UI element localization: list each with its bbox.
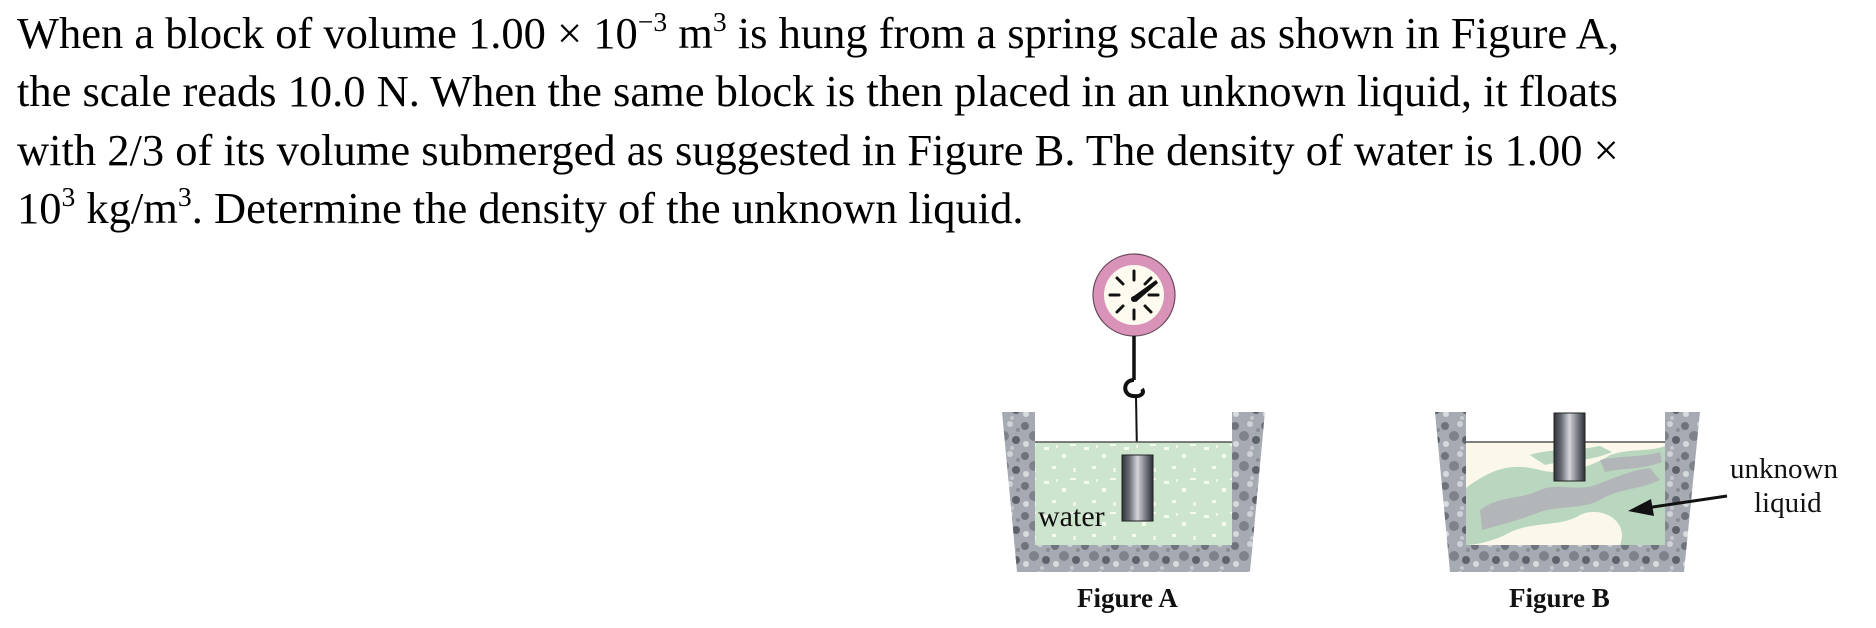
- problem-line-1: When a block of volume 1.00 × 10−3 m3 is…: [17, 4, 1847, 62]
- text-run: When a block of volume 1.00 × 10: [17, 8, 638, 58]
- text-run: is hung from a spring scale as shown in …: [726, 8, 1620, 58]
- figure-b: [1435, 412, 1728, 572]
- exponent: 3: [177, 180, 192, 212]
- text-run: . Determine the density of the unknown l…: [191, 182, 1024, 233]
- problem-line-2: the scale reads 10.0 N. When the same bl…: [17, 66, 1618, 117]
- figure-a: [1002, 253, 1265, 572]
- figure-b-caption: Figure B: [1509, 583, 1610, 613]
- exponent: 3: [61, 180, 76, 212]
- unknown-liquid-label-line2: liquid: [1754, 487, 1822, 519]
- text-run: m: [667, 8, 713, 58]
- container-a: [1002, 412, 1265, 572]
- block-a: [1121, 454, 1154, 522]
- text-run: kg/m: [75, 182, 178, 233]
- unknown-liquid-label-line1: unknown: [1730, 453, 1838, 485]
- problem-line-4: 103 kg/m3. Determine the density of the …: [17, 179, 1847, 237]
- exponent: 3: [712, 5, 727, 37]
- problem-statement: When a block of volume 1.00 × 10−3 m3 is…: [17, 4, 1847, 237]
- water-label: water: [1038, 500, 1105, 533]
- figure-a-caption: Figure A: [1077, 583, 1178, 613]
- problem-line-3: with 2/3 of its volume submerged as sugg…: [17, 124, 1619, 175]
- text-run: 10: [17, 182, 62, 233]
- exponent: −3: [637, 5, 668, 37]
- spring-scale-dial-icon: [1092, 253, 1176, 337]
- block-b: [1553, 412, 1586, 482]
- container-b: [1435, 412, 1700, 572]
- arrow-icon: [1628, 494, 1728, 516]
- hook-icon: [1123, 378, 1145, 399]
